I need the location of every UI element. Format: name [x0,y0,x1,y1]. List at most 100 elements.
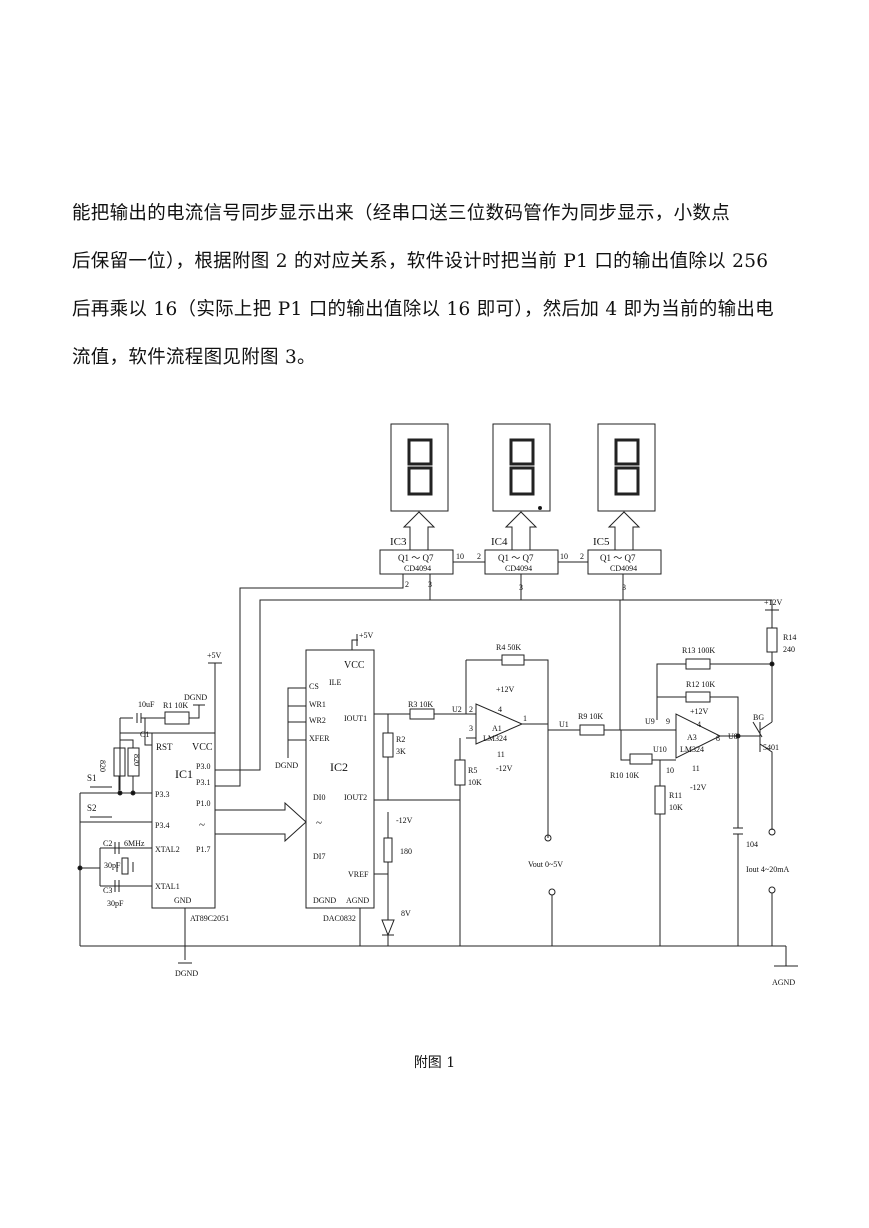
circuit-label: DI0 [313,793,325,802]
circuit-label: R10 10K [610,771,639,780]
circuit-label: Vout 0~5V [528,860,563,869]
circuit-label: CD4094 [404,564,431,573]
circuit-label: 2 [580,552,584,561]
circuit-label: R14 [783,633,796,642]
circuit-label: 180 [400,847,412,856]
circuit-label: 1 [523,714,527,723]
figure-caption: 附图 1 [413,1055,456,1071]
circuit-label: 104 [746,840,758,849]
circuit-label: A3 [687,733,697,742]
circuit-label: R2 [396,735,405,744]
circuit-label: A1 [492,724,502,733]
circuit-label: 9 [666,717,670,726]
circuit-label: AT89C2051 [190,914,229,923]
circuit-label: R5 [468,766,477,775]
circuit-label: AGND [772,978,795,987]
circuit-label: R3 10K [408,700,433,709]
paragraph-line: 能把输出的电流信号同步显示出来（经串口送三位数码管作为同步显示，小数点 [72,203,731,224]
circuit-label: 820 [132,754,141,766]
circuit-label: S2 [87,803,97,813]
circuit-label: XTAL2 [155,845,180,854]
circuit-label: LM324 [483,734,507,743]
circuit-label: R13 100K [682,646,715,655]
circuit-label: P3.3 [155,790,169,799]
circuit-label: IOUT1 [344,714,367,723]
circuit-label: +5V [207,651,222,660]
circuit-label: 2 [477,552,481,561]
body-paragraph: 能把输出的电流信号同步显示出来（经串口送三位数码管作为同步显示，小数点 后保留一… [72,190,802,382]
circuit-label: DAC0832 [323,914,356,923]
circuit-label: 3 [519,583,523,592]
circuit-label: ~ [316,817,322,829]
label-ic1: IC1 [175,767,193,781]
circuit-label: P3.1 [196,778,210,787]
circuit-label: 10 [456,552,464,561]
circuit-label: +5V [359,631,374,640]
circuit-label: R1 10K [163,701,188,710]
circuit-label: C2 [103,839,112,848]
circuit-label: Iout 4~20mA [746,865,789,874]
circuit-label: 6MHz [124,839,145,848]
circuit-label: Q1 ～ Q7 [600,553,636,563]
circuit-label: XFER [309,734,330,743]
circuit-label: C3 [103,886,112,895]
circuit-label: P3.0 [196,762,210,771]
circuit-label: WR2 [309,716,326,725]
circuit-label: 3 [469,724,473,733]
circuit-label: 5401 [763,743,779,752]
circuit-label: +12V [690,707,709,716]
circuit-label: 11 [497,750,505,759]
circuit-label: U1 [559,720,569,729]
circuit-label: 3 [428,580,432,589]
circuit-label: DGND [175,969,198,978]
wiring [77,423,798,967]
circuit-label: 10 [666,766,674,775]
circuit-label: 11 [692,764,700,773]
label-ic3: IC3 [390,536,407,548]
circuit-label: 820 [98,760,107,772]
circuit-label: 240 [783,645,795,654]
circuit-label: R9 10K [578,712,603,721]
circuit-label: 2 [405,580,409,589]
circuit-label: P1.0 [196,799,210,808]
paragraph-line: 流值，软件流程图见附图 3。 [72,347,316,368]
circuit-label: -12V [396,816,413,825]
circuit-label: GND [174,896,192,905]
circuit-label: P1.7 [196,845,210,854]
circuit-label: RST [156,742,173,752]
circuit-label: 10K [468,778,482,787]
circuit-label: U8 [728,732,738,741]
circuit-label: DI7 [313,852,325,861]
circuit-label: C1 [140,730,149,739]
circuit-label: S1 [87,773,97,783]
circuit-label: +12V [496,685,515,694]
circuit-label: CD4094 [610,564,637,573]
circuit-label: ~ [199,819,205,831]
circuit-label: AGND [346,896,369,905]
label-ic5: IC5 [593,536,610,548]
circuit-label: U9 [645,717,655,726]
circuit-label: 3 [622,583,626,592]
circuit-label: DGND [184,693,207,702]
circuit-label: -12V [496,764,513,773]
digit-display-3 [597,423,656,512]
circuit-label: XTAL1 [155,882,180,891]
circuit-label: VCC [192,742,213,753]
circuit-label: DGND [313,896,336,905]
circuit-label: Q1 ～ Q7 [498,553,534,563]
circuit-label: U2 [452,705,462,714]
circuit-label: CD4094 [505,564,532,573]
circuit-label: CS [309,682,319,691]
paragraph-line: 后再乘以 16（实际上把 P1 口的输出值除以 16 即可），然后加 4 即为当… [72,299,774,320]
circuit-label: 2 [469,705,473,714]
circuit-label: 30pF [107,899,124,908]
circuit-label: Q1 ～ Q7 [398,553,434,563]
circuit-label: LM324 [680,745,704,754]
circuit-label: VREF [348,870,369,879]
digit-display-2 [492,423,551,512]
circuit-label: WR1 [309,700,326,709]
circuit-label: VCC [344,660,365,671]
circuit-label: R4 50K [496,643,521,652]
circuit-label: 3K [396,747,406,756]
